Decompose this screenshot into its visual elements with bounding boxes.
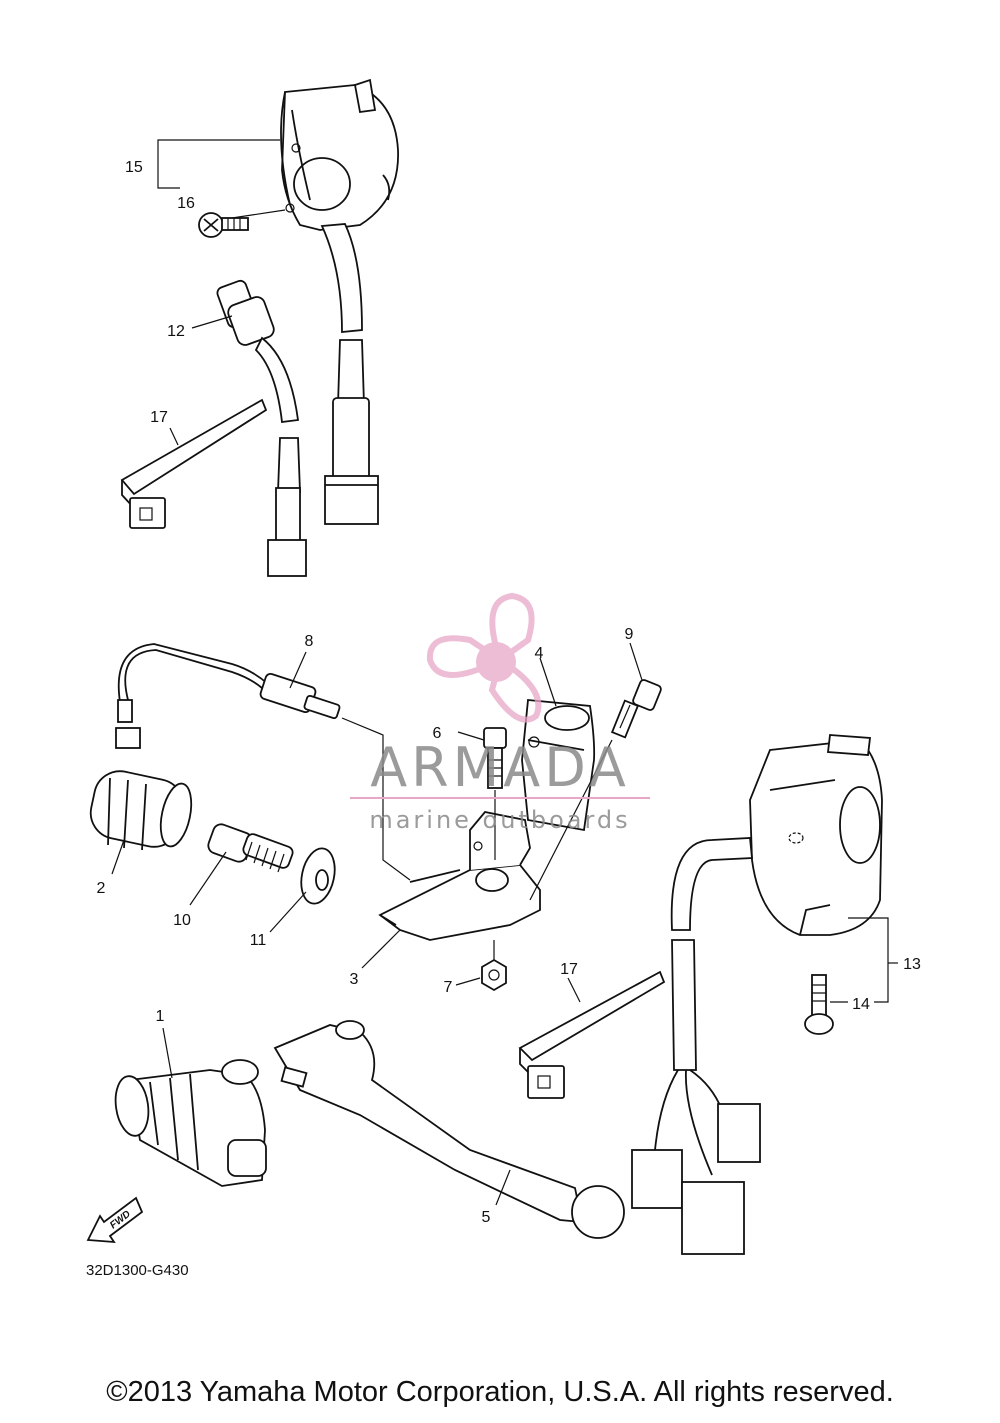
part-13-cable-and-connectors: [631, 837, 761, 1255]
propeller-logo-icon: [426, 592, 542, 723]
callout-11: 11: [250, 932, 267, 949]
part-10-adjuster-bolt: [207, 823, 294, 873]
part-3-lever-holder: [378, 811, 541, 941]
callout-3: 3: [350, 971, 359, 988]
watermark-name: ARMADA: [370, 736, 630, 799]
part-5-clutch-lever: [273, 1020, 625, 1239]
callout-17-upper: 17: [150, 409, 168, 426]
watermark-tagline: marine outboards: [369, 806, 630, 834]
callout-2: 2: [97, 880, 106, 897]
callout-12: 12: [167, 323, 185, 340]
callout-10: 10: [173, 912, 191, 929]
callout-9: 9: [625, 626, 634, 643]
diagram-code: 32D1300-G430: [86, 1262, 189, 1279]
callout-15: 15: [125, 159, 143, 176]
callout-14: 14: [852, 996, 870, 1013]
callout-4: 4: [535, 645, 544, 662]
part-15-cable: [320, 223, 379, 525]
callout-16: 16: [177, 195, 195, 212]
part-16-screw: [198, 212, 249, 238]
forward-direction-arrow: FWD: [86, 1196, 144, 1244]
part-9-screw: [529, 679, 662, 901]
copyright-notice: ©2013 Yamaha Motor Corporation, U.S.A. A…: [106, 1376, 894, 1408]
part-2-dust-cover: [89, 770, 193, 851]
part-13-handlebar-switch-right: [749, 734, 883, 936]
callout-5: 5: [482, 1209, 491, 1226]
leader-lines: [111, 139, 898, 1206]
callout-17-lower: 17: [560, 961, 578, 978]
part-17-cable-tie-upper: [120, 398, 268, 529]
part-14-screw: [804, 974, 834, 1035]
callout-13: 13: [903, 956, 921, 973]
part-11-locknut: [300, 847, 336, 905]
armada-watermark: ARMADA marine outboards: [350, 592, 650, 834]
callout-8: 8: [305, 633, 314, 650]
callout-labels: 15 16 12 17 8 9 4 6 2 10 11 3 7 17 13 14…: [97, 159, 921, 1226]
part-12-switch-with-cable: [216, 279, 307, 577]
callout-6: 6: [433, 725, 442, 742]
callout-7: 7: [444, 979, 453, 996]
part-1-lever-cover: [114, 1059, 267, 1187]
callout-1: 1: [156, 1008, 165, 1025]
part-6-bolt: [483, 727, 507, 860]
part-15-handlebar-switch-left: [280, 78, 399, 231]
part-17-cable-tie-lower: [518, 970, 666, 1099]
part-7-nut: [481, 940, 507, 992]
